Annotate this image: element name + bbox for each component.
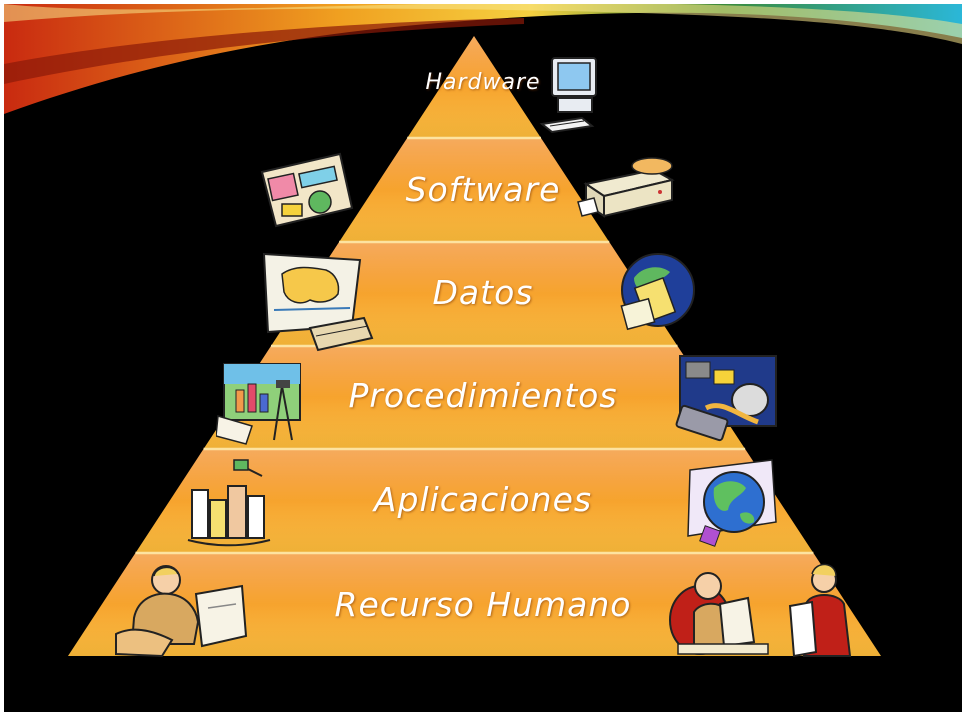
pyramid [68,36,881,656]
decorative-swoosh [4,4,962,114]
tier-label-aplicaciones: Aplicaciones [373,480,593,519]
business-people-icon [669,563,852,658]
tier-label-recurso-humano: Recurso Humano [334,585,632,624]
earth-icon [687,459,777,547]
cd-drive-icon [577,157,675,218]
pyramid-tier-shine-3 [271,242,678,346]
pyramid-tier-shine-5 [135,449,814,553]
surveying-icon [216,363,301,445]
map-book-icon [262,252,374,352]
computer-icon [539,57,597,134]
slide: Hardware Software Datos Procedimientos A… [4,4,962,712]
tier-label-hardware: Hardware [425,70,541,95]
satellite-phone-icon [675,355,777,442]
office-worker-icon [115,565,248,658]
globe-documents-icon [620,253,695,331]
tier-label-datos: Datos [432,273,534,312]
pyramid-tier-shine-1 [407,36,541,138]
pyramid-tier-shine-2 [339,138,610,242]
city-icon [187,459,271,547]
pyramid-tier-shine-4 [203,346,746,449]
tier-label-software: Software [405,170,561,209]
software-box-icon [260,152,354,228]
tier-label-procedimientos: Procedimientos [348,376,618,415]
